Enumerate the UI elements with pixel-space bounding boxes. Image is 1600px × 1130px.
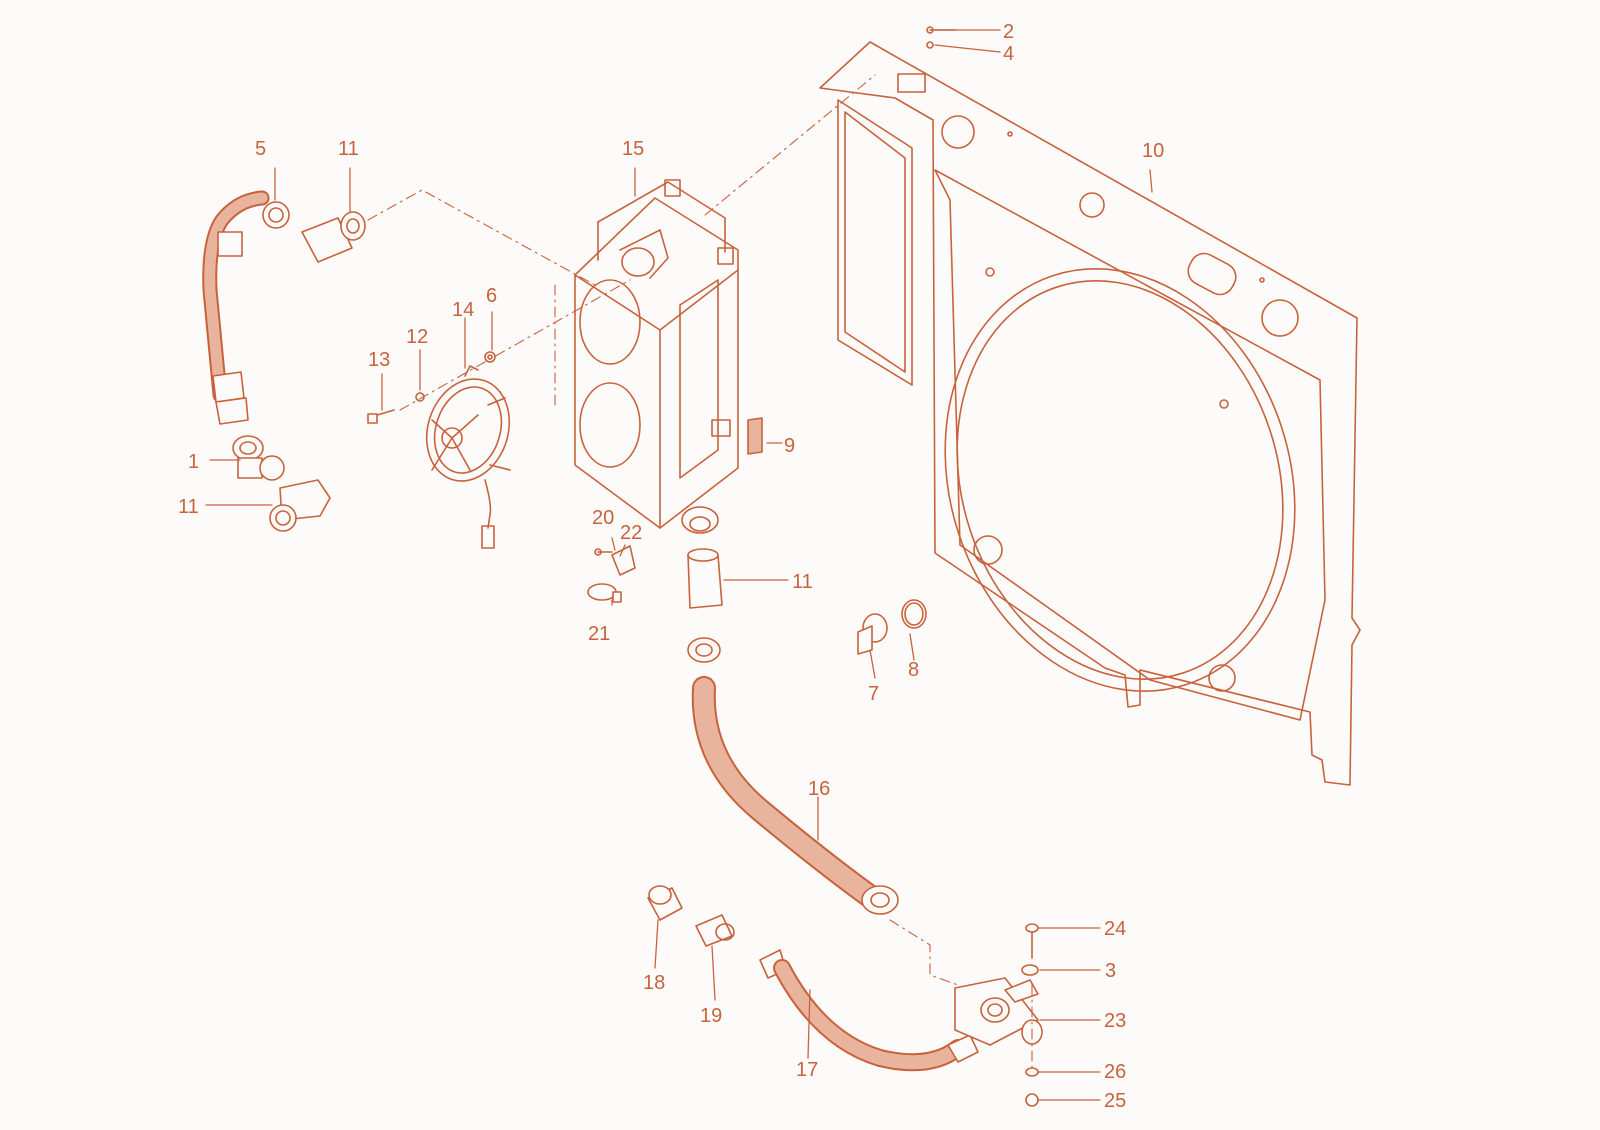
leader-lines	[205, 29, 1153, 1101]
callout-labels: 1 2 3 4 5 6 7 8 9 10 11 11 11 12 13 14 1…	[178, 21, 1164, 1112]
sensor-and-oring	[857, 599, 927, 655]
callout-1: 1	[188, 451, 199, 473]
callout-8: 8	[908, 659, 919, 681]
callout-3: 3	[1105, 960, 1116, 982]
lower-assembly	[647, 885, 1043, 1107]
callout-22: 22	[620, 522, 642, 544]
callout-13: 13	[368, 349, 390, 371]
callout-23: 23	[1104, 1010, 1126, 1032]
callout-18: 18	[643, 972, 665, 994]
callout-24: 24	[1104, 918, 1126, 940]
callout-2: 2	[1003, 21, 1014, 43]
callout-7: 7	[868, 683, 879, 705]
callout-10: 10	[1142, 140, 1164, 162]
callout-11-top: 11	[338, 138, 359, 160]
callout-11-center: 11	[792, 571, 813, 593]
callout-4: 4	[1003, 43, 1014, 65]
fan-shroud-frame	[819, 41, 1361, 786]
callout-5: 5	[255, 138, 266, 160]
elbow-fitting-top	[301, 211, 366, 263]
assembly-guide-lines	[367, 74, 1033, 1071]
oil-cooler	[574, 179, 739, 534]
callout-15: 15	[622, 138, 644, 160]
callout-25: 25	[1104, 1090, 1126, 1112]
lower-fittings	[232, 435, 331, 532]
fasteners	[367, 26, 956, 603]
callout-9: 9	[784, 435, 795, 457]
callout-17: 17	[796, 1059, 818, 1081]
callout-19: 19	[700, 1005, 722, 1027]
upper-hose	[202, 190, 290, 425]
electric-fan	[425, 365, 511, 549]
callout-12: 12	[406, 326, 428, 348]
callout-11-lower: 11	[178, 496, 199, 518]
center-fitting-and-hose	[687, 548, 899, 915]
callout-20: 20	[592, 507, 614, 529]
callout-6: 6	[486, 285, 497, 307]
callout-21: 21	[588, 623, 610, 645]
callout-14: 14	[452, 299, 474, 321]
callout-26: 26	[1104, 1061, 1126, 1083]
callout-16: 16	[808, 778, 830, 800]
